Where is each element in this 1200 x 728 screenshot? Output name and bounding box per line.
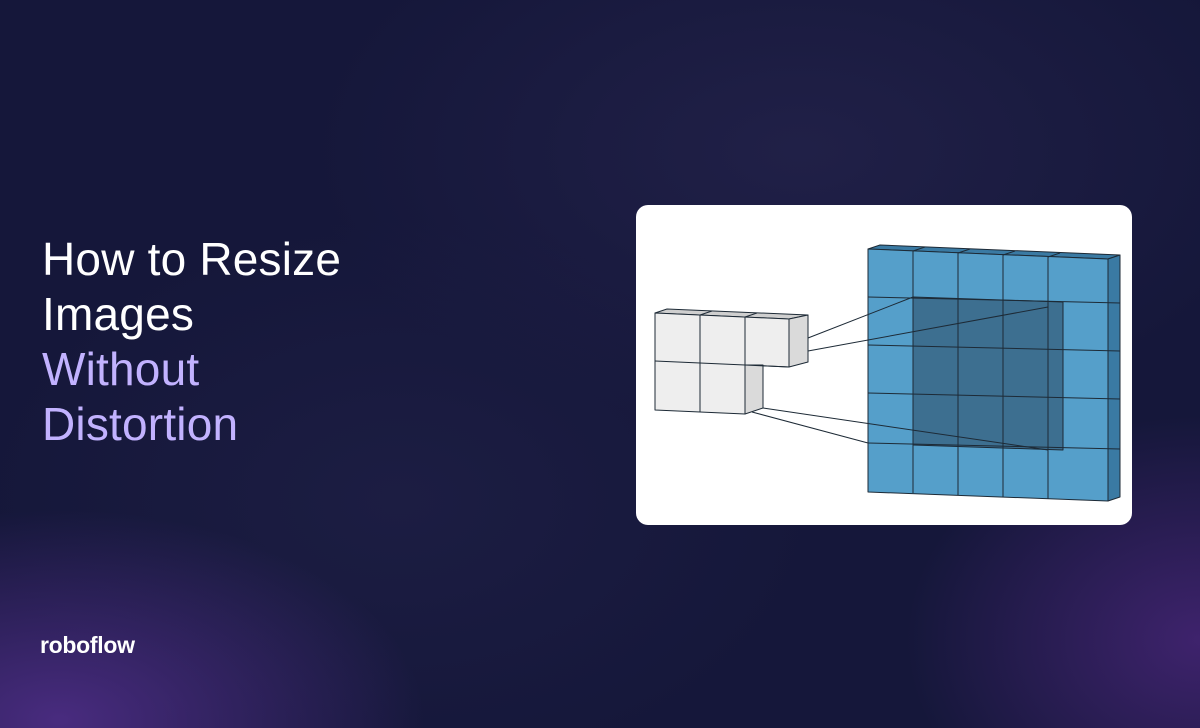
headline-line-4: Distortion — [42, 398, 239, 450]
headline-line-2: Images — [42, 288, 195, 340]
headline: How to Resize Images Without Distortion — [42, 232, 341, 452]
convolution-diagram — [654, 244, 1121, 502]
headline-line-1: How to Resize — [42, 233, 342, 285]
illustration-card — [636, 205, 1132, 525]
headline-line-3: Without — [42, 343, 200, 395]
roboflow-logo: roboflow — [40, 632, 135, 658]
